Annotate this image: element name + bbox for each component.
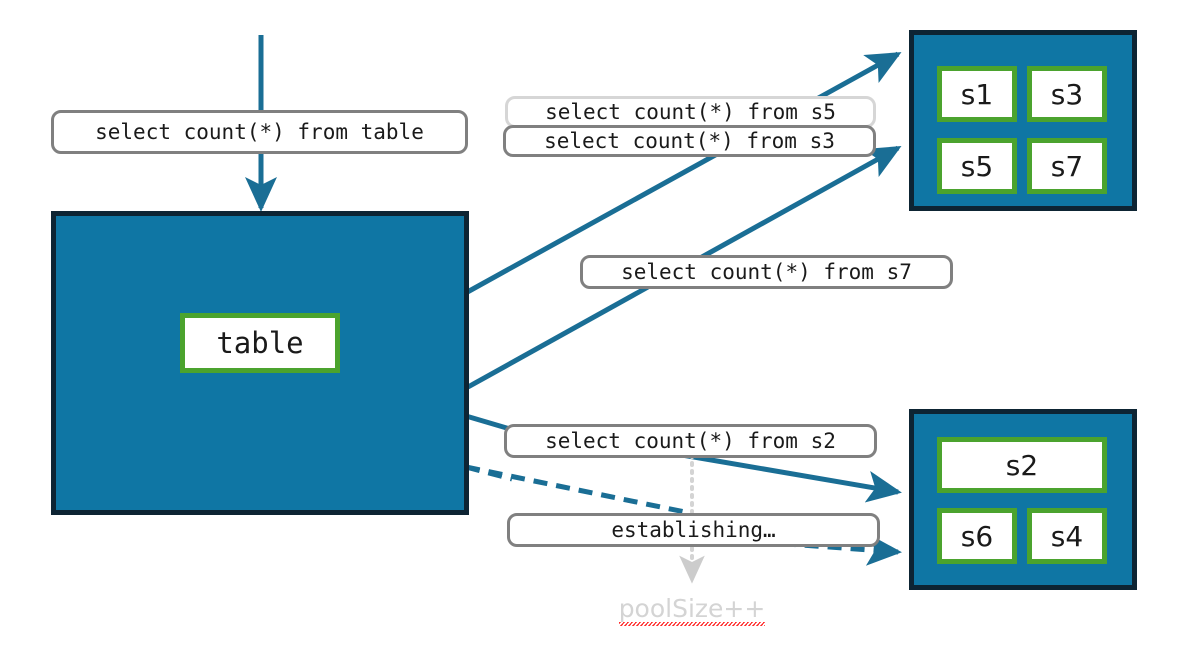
- query-label-s7-text: select count(*) from s7: [621, 260, 912, 284]
- query-label-s2[interactable]: select count(*) from s2: [504, 424, 877, 458]
- status-label-establishing-text: establishing…: [611, 518, 776, 542]
- server-node-s5[interactable]: s5: [937, 138, 1017, 194]
- query-label-s7[interactable]: select count(*) from s7: [580, 255, 953, 289]
- server-node-s4-label: s4: [1050, 519, 1084, 553]
- annotation-pool-size: poolSize++: [592, 594, 792, 626]
- server-node-s5-label: s5: [960, 149, 994, 183]
- server-node-s6[interactable]: s6: [937, 508, 1017, 564]
- server-node-s1-label: s1: [960, 77, 994, 111]
- server-node-s2[interactable]: s2: [937, 437, 1107, 493]
- server-node-s7[interactable]: s7: [1027, 138, 1107, 194]
- query-label-s5-text: select count(*) from s5: [545, 100, 836, 124]
- server-node-s4[interactable]: s4: [1027, 508, 1107, 564]
- query-label-s5[interactable]: select count(*) from s5: [505, 96, 876, 128]
- server-node-s1[interactable]: s1: [937, 66, 1017, 122]
- server-node-s6-label: s6: [960, 519, 994, 553]
- query-label-s3[interactable]: select count(*) from s3: [503, 125, 876, 157]
- query-label-root-text: select count(*) from table: [95, 120, 424, 144]
- edge-table-to-s2-label: [465, 413, 511, 432]
- edge-table-to-establishing: [465, 464, 513, 482]
- edge-table-to-establishing-dashed: [465, 464, 691, 516]
- annotation-pool-size-text: poolSize++: [618, 594, 766, 626]
- edge-s2-label-to-pool-bottom: [681, 452, 902, 503]
- server-node-s7-label: s7: [1050, 149, 1084, 183]
- query-label-s2-text: select count(*) from s2: [545, 429, 836, 453]
- query-label-root[interactable]: select count(*) from table: [51, 110, 468, 154]
- server-node-s3[interactable]: s3: [1027, 66, 1107, 122]
- query-label-s3-text: select count(*) from s3: [544, 129, 835, 153]
- server-node-s2-label: s2: [1005, 448, 1039, 482]
- table-node-label: table: [216, 326, 304, 360]
- table-node[interactable]: table: [180, 313, 340, 373]
- status-label-establishing[interactable]: establishing…: [507, 513, 880, 547]
- server-node-s3-label: s3: [1050, 77, 1084, 111]
